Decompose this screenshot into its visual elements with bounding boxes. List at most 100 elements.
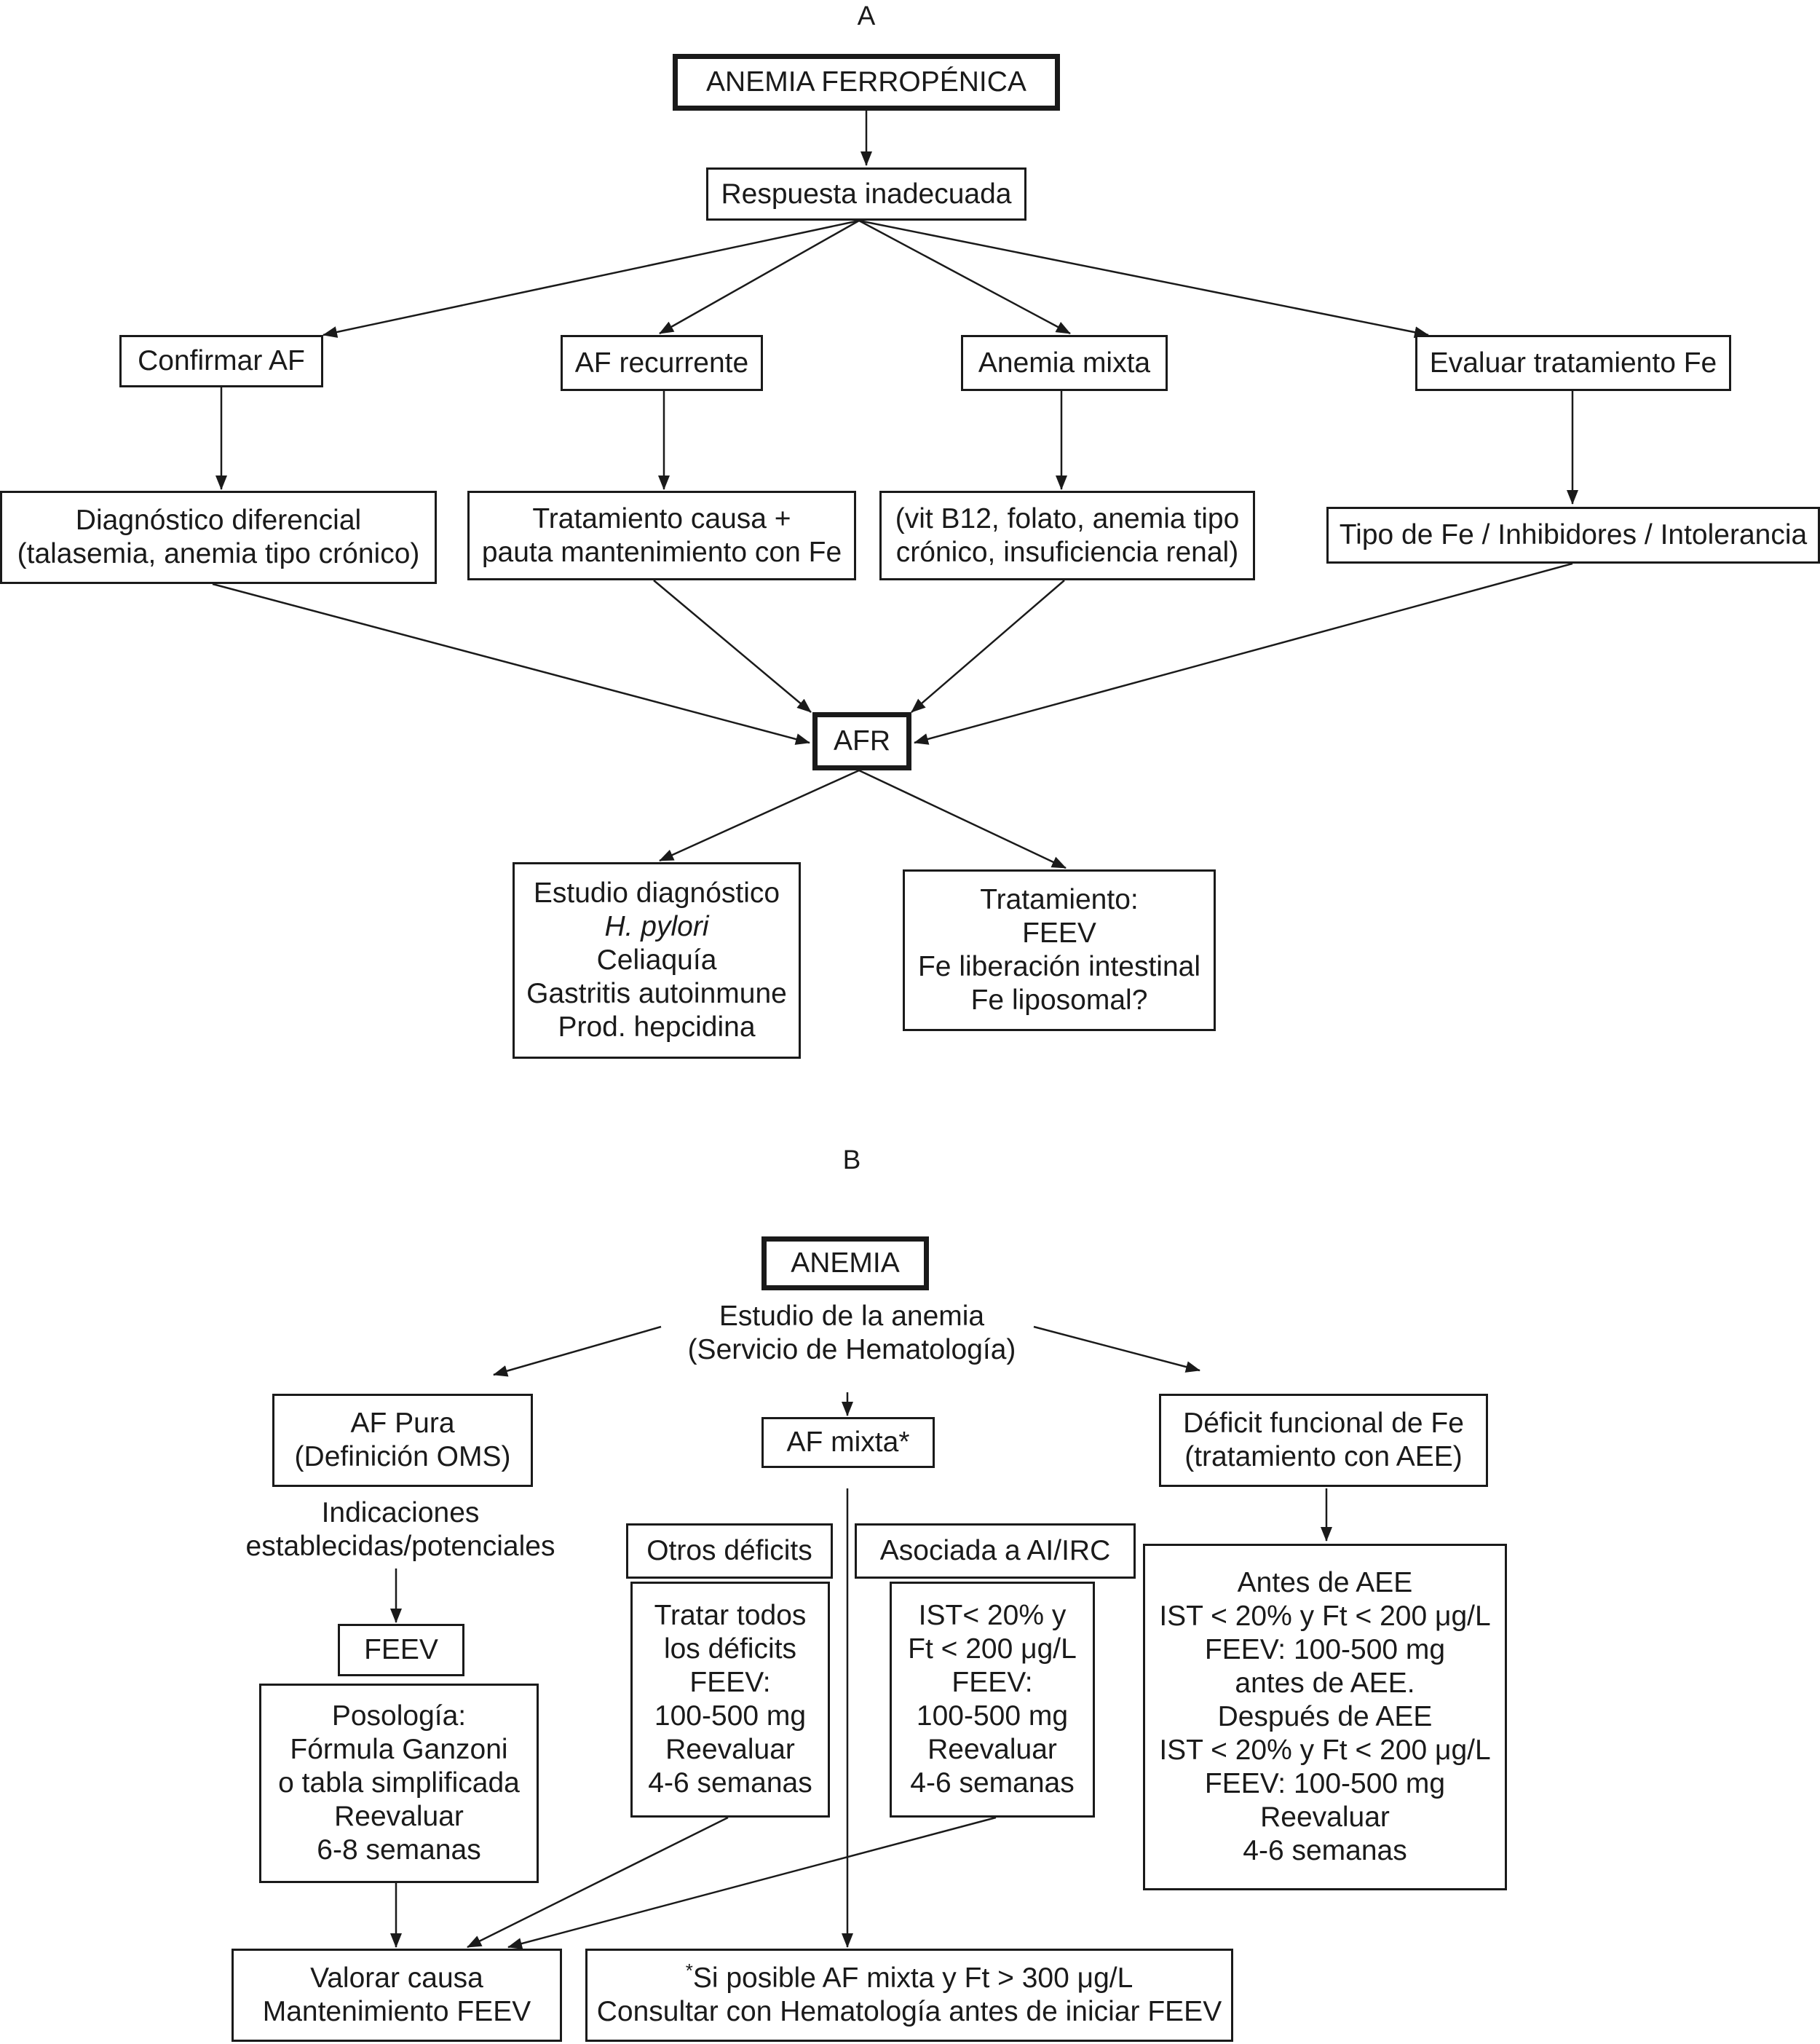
node-posologia-line-3: o tabla simplificada: [278, 1767, 520, 1799]
arrow-type-to-afr: [914, 562, 1573, 745]
node-deficit-funcional-line-2: (tratamiento con AEE): [1184, 1441, 1463, 1472]
node-otros-deficits-detalle-line-2: los déficits: [663, 1633, 797, 1665]
node-otros-deficits-detalle: Tratar todos los déficits FEEV: 100-500 …: [630, 1582, 830, 1818]
node-tratamiento-item-fe-intestinal: Fe liberación intestinal: [917, 951, 1201, 982]
arrow-response-to-recurrent: [659, 219, 860, 335]
node-asociada-ai-irc-text: Asociada a AI/IRC: [879, 1535, 1111, 1566]
node-asociada-detalle-line-3: FEEV:: [951, 1667, 1033, 1698]
node-tratamiento-afr-title: Tratamiento:: [980, 884, 1139, 915]
node-deficit-funcional-detalle: Antes de AEE IST < 20% y Ft < 200 μg/L F…: [1143, 1544, 1507, 1890]
node-confirmar-af: Confirmar AF: [119, 335, 323, 387]
node-deficit-funcional-detalle-line-4: antes de AEE.: [1235, 1668, 1415, 1699]
node-respuesta-inadecuada-text: Respuesta inadecuada: [721, 178, 1012, 210]
node-afr: AFR: [812, 712, 911, 770]
node-nota-af-mixta-line-2: Consultar con Hematología antes de inici…: [596, 1996, 1222, 2027]
panel-a-label: A: [857, 1, 876, 31]
node-otros-deficits-detalle-line-1: Tratar todos: [654, 1600, 807, 1631]
node-tipo-fe: Tipo de Fe / Inhibidores / Intolerancia: [1326, 507, 1820, 564]
node-af-pura-line-1: AF Pura: [350, 1408, 455, 1439]
node-estudio-diagnostico: Estudio diagnóstico H. pylori Celiaquía …: [513, 862, 801, 1059]
node-af-mixta: AF mixta*: [761, 1417, 935, 1468]
node-deficit-funcional-detalle-line-9: 4-6 semanas: [1243, 1835, 1407, 1866]
node-estudio-item-gastritis: Gastritis autoinmune: [526, 978, 787, 1009]
arrow-otherdetail-to-cause: [467, 1816, 729, 1949]
arrow-study-to-pure: [493, 1325, 662, 1377]
node-asociada-detalle: IST< 20% y Ft < 200 μg/L FEEV: 100-500 m…: [890, 1582, 1095, 1818]
node-estudio-anemia: Estudio de la anemia (Servicio de Hemato…: [641, 1298, 1063, 1369]
node-asociada-detalle-line-4: 100-500 mg: [916, 1700, 1069, 1732]
node-asociada-detalle-line-1: IST< 20% y: [918, 1600, 1067, 1631]
node-indicaciones-line-1: Indicaciones: [321, 1497, 480, 1528]
node-evaluar-tratamiento-fe-text: Evaluar tratamiento Fe: [1429, 347, 1717, 379]
node-indicaciones: Indicaciones establecidas/potenciales: [233, 1494, 568, 1566]
arrow-afr-to-treatment-box: [858, 769, 1067, 869]
arrow-response-to-mixed: [858, 219, 1071, 335]
node-indicaciones-line-2: establecidas/potenciales: [245, 1531, 555, 1562]
node-posologia-line-2: Fórmula Ganzoni: [290, 1734, 508, 1765]
node-afr-text: AFR: [834, 725, 890, 757]
node-otros-deficits: Otros déficits: [626, 1523, 833, 1579]
footnote-asterisk: *: [685, 1960, 693, 1981]
node-posologia-line-5: 6-8 semanas: [317, 1834, 481, 1866]
node-af-recurrente: AF recurrente: [561, 335, 763, 391]
panel-b-label: B: [842, 1145, 861, 1175]
node-nota-af-mixta: *Si posible AF mixta y Ft > 300 μg/L Con…: [585, 1949, 1233, 2042]
node-deficit-funcional-detalle-line-7: FEEV: 100-500 mg: [1204, 1768, 1446, 1799]
node-tipo-fe-text: Tipo de Fe / Inhibidores / Intolerancia: [1339, 519, 1808, 551]
node-estudio-item-celiaquia: Celiaquía: [596, 944, 717, 976]
node-feev: FEEV: [338, 1624, 464, 1676]
arrow-assocdetail-to-cause: [507, 1816, 997, 1949]
node-valorar-causa: Valorar causa Mantenimiento FEEV: [232, 1949, 562, 2042]
node-tratamiento-causa: Tratamiento causa + pauta mantenimiento …: [467, 491, 856, 580]
arrow-mixeddetail-to-afr: [911, 580, 1065, 713]
node-tratamiento-causa-line-1: Tratamiento causa +: [532, 502, 791, 534]
node-deficit-funcional-detalle-line-1: Antes de AEE: [1237, 1567, 1413, 1598]
arrow-treatment-to-afr: [653, 580, 812, 713]
node-anemia-mixta-text: Anemia mixta: [978, 347, 1151, 379]
node-otros-deficits-text: Otros déficits: [646, 1535, 812, 1566]
node-deficit-funcional-detalle-line-2: IST < 20% y Ft < 200 μg/L: [1159, 1601, 1491, 1632]
footnote-line-1-text: Si posible AF mixta y Ft > 300 μg/L: [692, 1962, 1133, 1994]
node-estudio-diagnostico-title: Estudio diagnóstico: [533, 877, 780, 909]
node-otros-deficits-detalle-line-6: 4-6 semanas: [648, 1767, 812, 1799]
node-deficit-funcional-detalle-line-5: Después de AEE: [1217, 1701, 1433, 1732]
arrow-response-to-confirm: [323, 219, 860, 338]
node-deficit-funcional-line-1: Déficit funcional de Fe: [1183, 1408, 1464, 1439]
node-anemia-mixta-detalle-line-1: (vit B12, folato, anemia tipo: [895, 502, 1240, 534]
node-diagnostico-diferencial-line-1: Diagnóstico diferencial: [75, 505, 362, 536]
node-tratamiento-item-feev: FEEV: [1022, 918, 1096, 949]
node-tratamiento-afr: Tratamiento: FEEV Fe liberación intestin…: [903, 869, 1216, 1031]
node-confirmar-af-text: Confirmar AF: [138, 345, 305, 376]
node-anemia-mixta: Anemia mixta: [961, 335, 1168, 391]
node-asociada-detalle-line-6: 4-6 semanas: [910, 1767, 1075, 1799]
node-posologia-line-1: Posología:: [331, 1700, 467, 1732]
node-anemia-text: ANEMIA: [791, 1247, 900, 1279]
node-asociada-ai-irc: Asociada a AI/IRC: [855, 1523, 1136, 1579]
node-otros-deficits-detalle-line-4: 100-500 mg: [654, 1700, 807, 1732]
node-diagnostico-diferencial: Diagnóstico diferencial (talasemia, anem…: [0, 491, 437, 584]
node-nota-af-mixta-line-1: *Si posible AF mixta y Ft > 300 μg/L: [685, 1960, 1133, 1995]
node-estudio-item-h-pylori: H. pylori: [604, 911, 709, 942]
node-otros-deficits-detalle-line-3: FEEV:: [689, 1667, 771, 1698]
node-deficit-funcional-detalle-line-6: IST < 20% y Ft < 200 μg/L: [1159, 1735, 1491, 1766]
arrow-study-to-functional: [1033, 1325, 1200, 1373]
node-af-pura: AF Pura (Definición OMS): [272, 1394, 533, 1487]
node-deficit-funcional-detalle-line-3: FEEV: 100-500 mg: [1204, 1634, 1446, 1665]
node-anemia-ferropenica: ANEMIA FERROPÉNICA: [673, 54, 1060, 111]
node-deficit-funcional-detalle-line-8: Reevaluar: [1260, 1802, 1390, 1833]
node-anemia-mixta-detalle: (vit B12, folato, anemia tipo crónico, i…: [879, 491, 1255, 580]
node-af-mixta-text: AF mixta*: [786, 1427, 910, 1458]
node-otros-deficits-detalle-line-5: Reevaluar: [665, 1734, 795, 1765]
node-asociada-detalle-line-5: Reevaluar: [927, 1734, 1057, 1765]
node-evaluar-tratamiento-fe: Evaluar tratamiento Fe: [1415, 335, 1731, 391]
node-posologia-line-4: Reevaluar: [334, 1801, 464, 1832]
node-af-pura-line-2: (Definición OMS): [294, 1441, 511, 1472]
node-estudio-anemia-line-1: Estudio de la anemia: [719, 1301, 985, 1332]
node-valorar-causa-line-1: Valorar causa: [310, 1962, 483, 1994]
node-diagnostico-diferencial-line-2: (talasemia, anemia tipo crónico): [17, 538, 420, 569]
node-tratamiento-item-fe-liposomal: Fe liposomal?: [970, 984, 1148, 1016]
arrow-afr-to-study: [659, 769, 860, 862]
node-af-recurrente-text: AF recurrente: [574, 347, 749, 379]
